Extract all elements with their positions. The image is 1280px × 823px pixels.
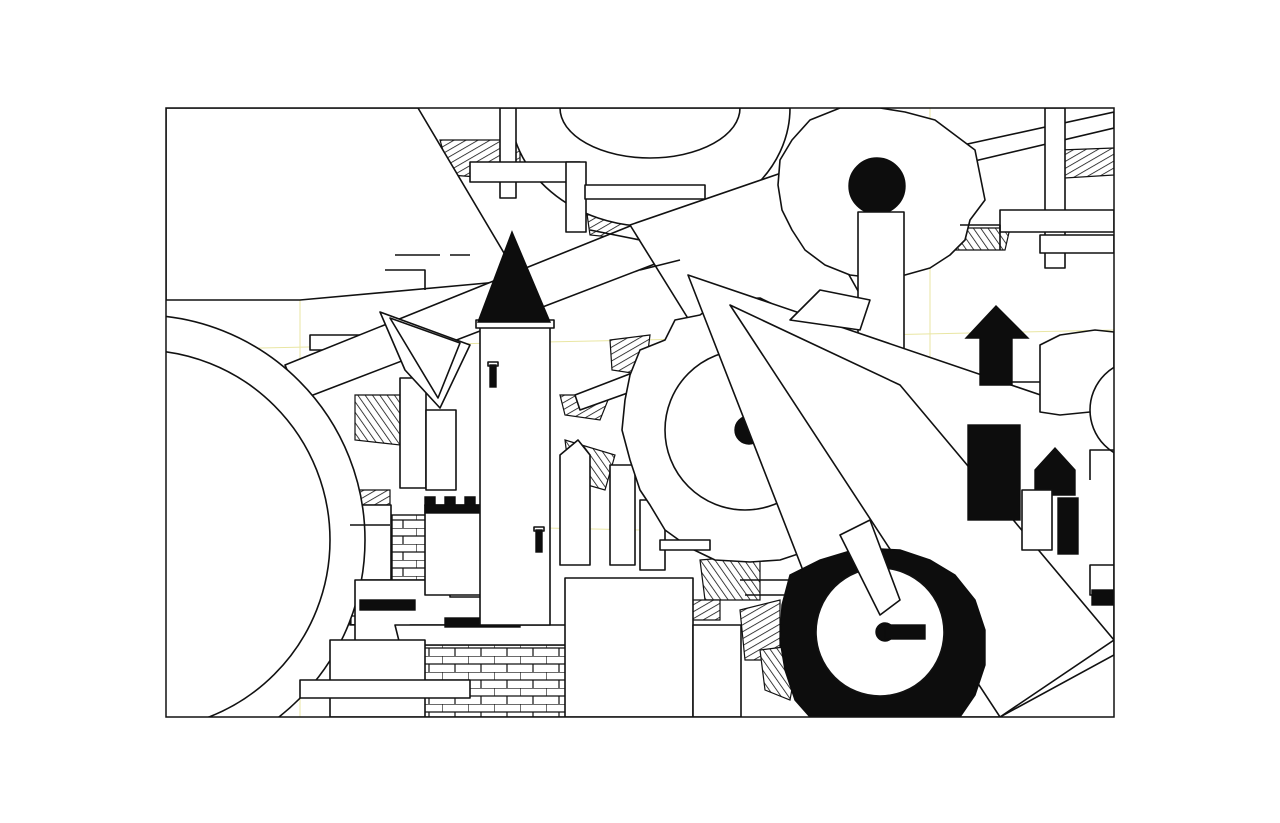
kite-shape [379, 311, 471, 409]
large-triangle-panel [166, 108, 521, 301]
upward-arrow [964, 304, 1030, 521]
stepped-walls [299, 577, 742, 717]
picture-frame [165, 107, 1115, 718]
large-left-wheel [166, 315, 366, 717]
bottom-black-gear [779, 519, 986, 717]
background-frames [350, 224, 1114, 596]
castle-tower [475, 230, 555, 626]
right-machinery [1021, 329, 1114, 606]
